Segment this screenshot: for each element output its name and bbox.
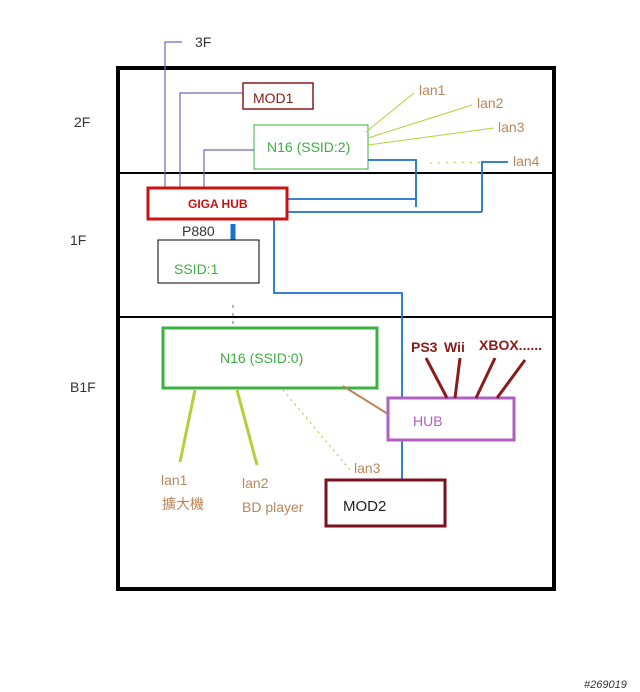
floor-label-2f: 2F: [74, 114, 90, 130]
floor-label-b1f: B1F: [70, 379, 96, 395]
mod2-box: [324, 478, 447, 528]
xbox-label: XBOX......: [479, 337, 542, 353]
p880-label: P880: [182, 223, 215, 239]
watermark: #269019: [584, 679, 627, 691]
hub-box: [386, 396, 516, 442]
floor-label-3f: 3F: [195, 34, 211, 50]
link-3f: [164, 41, 182, 188]
wii-label: Wii: [444, 339, 465, 355]
lan2-device-label: BD player: [242, 499, 304, 515]
link-mod1: [179, 92, 243, 188]
xbox-link-2: [495, 359, 527, 399]
blue-link-to-hub: [273, 218, 403, 398]
lan2-b1f-label: lan2: [242, 475, 269, 491]
lan3-b1f-line: [282, 389, 351, 471]
lan1-b1f-label: lan1: [161, 472, 188, 488]
giga-hub-box: [146, 186, 289, 221]
ssid1-label: SSID:1: [174, 261, 219, 277]
lan1-b1f-line: [178, 389, 197, 463]
lan3-b1f-label: lan3: [354, 460, 381, 476]
p880-box: [157, 239, 260, 284]
lan3-2f-label: lan3: [498, 119, 525, 135]
blue-link-n16-2f: [368, 159, 417, 207]
hub-label: HUB: [413, 413, 443, 429]
mod1-box: [242, 82, 314, 110]
ps3-link: [424, 357, 449, 399]
blue-link-lan4: [481, 161, 508, 212]
n16-2f-box: [253, 124, 369, 170]
lan1-2f-label: lan1: [419, 82, 446, 98]
link-n16-2f: [203, 149, 254, 188]
mod2-label: MOD2: [343, 498, 386, 515]
lan3-2f-line: [367, 127, 495, 146]
lan4-2f-label: lan4: [513, 153, 540, 169]
giga-hub-label: GIGA HUB: [188, 197, 248, 211]
building-frame: [116, 66, 556, 591]
lan2-2f-line: [367, 104, 473, 139]
wii-link: [453, 357, 462, 399]
lan2-b1f-line: [235, 389, 259, 466]
n16-b1f-label: N16 (SSID:0): [220, 350, 303, 366]
mod1-label: MOD1: [253, 90, 294, 106]
lan1-2f-line: [365, 92, 415, 133]
n16-b1f-box: [161, 326, 379, 390]
lan1-device-label: 擴大機: [162, 496, 204, 512]
lan2-2f-label: lan2: [477, 95, 504, 111]
ps3-label: PS3: [411, 339, 438, 355]
n16-hub-link: [342, 385, 389, 415]
floor-label-1f: 1F: [70, 232, 86, 248]
n16-2f-label: N16 (SSID:2): [267, 139, 350, 155]
xbox-link-1: [474, 357, 497, 399]
